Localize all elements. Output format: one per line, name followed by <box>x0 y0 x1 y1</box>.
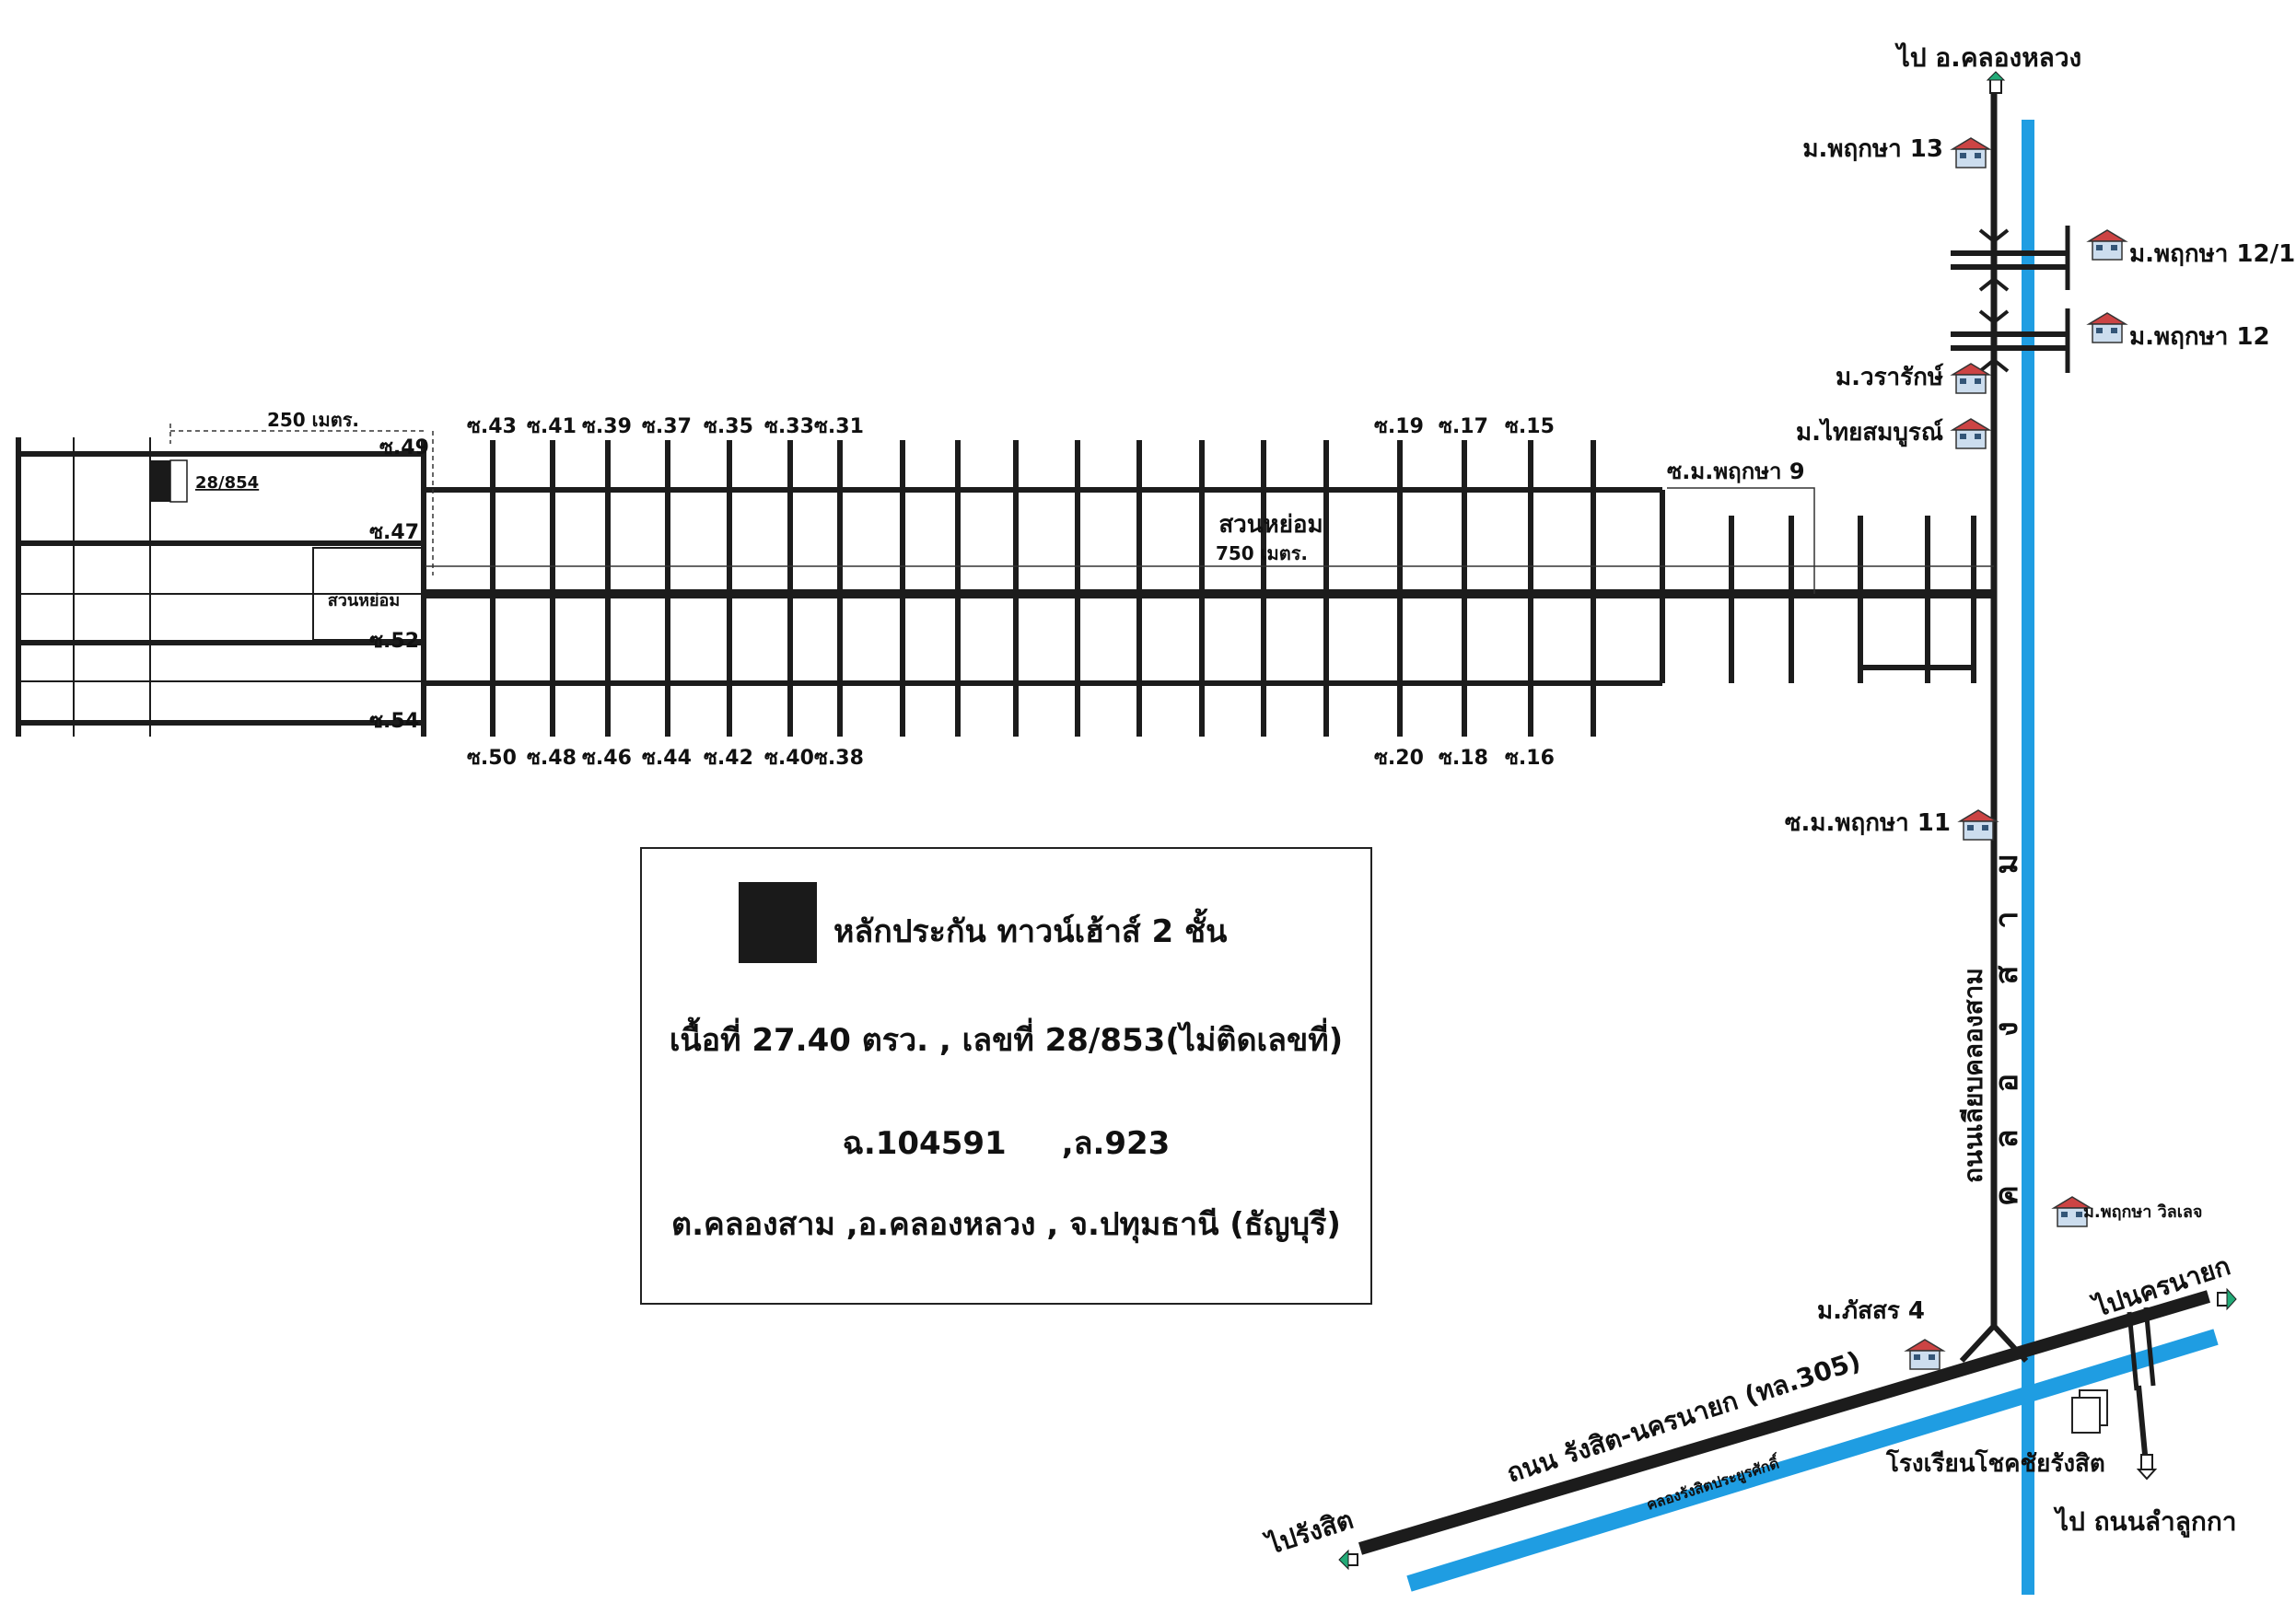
legend-deed-row: ฉ.104591 ,ล.923 <box>642 1118 1370 1167</box>
label-to-rangsit: ไปรังสิต <box>1261 1504 1357 1562</box>
label-dist-250: 250 เมตร. <box>267 409 359 431</box>
label-dist-750: 750 เมตร. <box>1216 542 1308 564</box>
bridge-pruksa-12-1 <box>1951 226 2070 292</box>
soi-label: ซ.33 <box>764 415 814 438</box>
soi-label: ซ.52 <box>369 630 419 653</box>
house-icon <box>1950 137 1992 168</box>
legend-title: หลักประกัน ทาวน์เฮ้าส์ 2 ชั้น <box>833 913 1228 950</box>
legend-box: หลักประกัน ทาวน์เฮ้าส์ 2 ชั้น เนื้อที่ 2… <box>640 847 1372 1305</box>
dimension-250m <box>169 424 434 575</box>
legend-location: ต.คลองสาม ,อ.คลองหลวง , จ.ปทุมธานี (ธัญบ… <box>671 1206 1341 1243</box>
soi-label: ซ.48 <box>527 747 577 770</box>
soi-label: ซ.31 <box>814 415 864 438</box>
label-to-lamlukka: ไป ถนนลำลูกกา <box>2053 1506 2237 1538</box>
soi-label: ซ.18 <box>1439 747 1488 770</box>
soi-label: ซ.46 <box>582 747 632 770</box>
right-lanes <box>1729 516 1976 683</box>
main-soi-road <box>421 440 1994 737</box>
label-canal-khlong-sam: คลองสาม <box>1988 817 2025 1206</box>
label-park-main: สวนหย่อม <box>1218 511 1323 539</box>
label-m-pruksa-12-1: ม.พฤกษา 12/1 <box>2129 240 2295 268</box>
soi-label: ซ.43 <box>467 415 517 438</box>
soi-label: ซ.17 <box>1439 415 1488 438</box>
label-m-wararak: ม.วรารักษ์ <box>1836 363 1944 391</box>
soi-label: ซ.15 <box>1505 415 1555 438</box>
soi-label: ซ.44 <box>642 747 692 770</box>
bridge-rangsit <box>2127 1307 2156 1465</box>
dimension-750m <box>425 487 1994 594</box>
school-icon <box>2071 1389 2108 1434</box>
soi-label: ซ.19 <box>1374 415 1424 438</box>
soi-label: ซ.35 <box>704 415 753 438</box>
soi-label: ซ.38 <box>814 747 864 770</box>
house-icon <box>2086 312 2128 343</box>
label-m-pruksa-village: ม.พฤกษา วิลเลจ <box>2083 1202 2202 1222</box>
soi-label: ซ.39 <box>582 415 632 438</box>
label-soi-m-pruksa-9: ซ.ม.พฤกษา 9 <box>1667 459 1805 484</box>
label-m-pruksa-13: ม.พฤกษา 13 <box>1802 135 1943 163</box>
label-to-khlong-luang: ไป อ.คลองหลวง <box>1894 42 2081 73</box>
left-block <box>16 437 424 737</box>
soi-label: ซ.16 <box>1505 747 1555 770</box>
soi-label: ซ.47 <box>369 521 419 544</box>
neighbor-plot <box>169 459 188 503</box>
road-khlong-sam <box>1959 85 2029 1364</box>
legend-swatch <box>739 882 817 963</box>
legend-area: เนื้อที่ 27.40 ตรว. , เลขที่ 28/853(ไม่ต… <box>669 1022 1344 1059</box>
house-icon <box>1904 1339 1946 1370</box>
label-road-khlong-sam: ถนนเลียบคลองสาม <box>1958 968 1988 1183</box>
soi-lines <box>490 440 1596 737</box>
house-icons <box>1904 137 2128 1370</box>
soi-label: ซ.20 <box>1374 747 1424 770</box>
bridge-pruksa-12 <box>1951 308 2070 373</box>
house-icon <box>1957 809 1999 841</box>
soi-label: ซ.49 <box>379 436 429 459</box>
legend-land-no: ,ล.923 <box>1061 1125 1171 1162</box>
label-soi-m-pruksa-11: ซ.ม.พฤกษา 11 <box>1785 809 1951 837</box>
label-m-phatsorn-4: ม.ภัสสร 4 <box>1817 1297 1925 1325</box>
label-plot-number: 28/854 <box>195 473 259 493</box>
soi-label: ซ.54 <box>369 710 419 733</box>
collateral-marker <box>150 460 170 502</box>
arrow-right-icon <box>2217 1287 2237 1311</box>
label-m-pruksa-12: ม.พฤกษา 12 <box>2129 323 2270 351</box>
label-park-left: สวนหย่อม <box>328 591 401 610</box>
soi-label: ซ.42 <box>704 747 753 770</box>
house-icon <box>1950 363 1992 394</box>
house-icon <box>2086 229 2128 261</box>
label-school: โรงเรียนโชคชัยรังสิต <box>1885 1448 2105 1478</box>
soi-label: ซ.37 <box>642 415 692 438</box>
legend-deed: ฉ.104591 <box>842 1125 1007 1162</box>
house-icon <box>1950 418 1992 449</box>
house-icon <box>2051 1196 2093 1227</box>
canal-rangsit <box>1406 1329 2219 1592</box>
label-m-thai-sombun: ม.ไทยสมบูรณ์ <box>1796 417 1943 447</box>
road-rangsit-nakhonnayok <box>1358 1290 2210 1555</box>
arrow-down-icon <box>2136 1454 2158 1481</box>
soi-label: ซ.40 <box>764 747 814 770</box>
soi-label: ซ.50 <box>467 747 517 770</box>
arrow-up-icon <box>1986 71 2006 94</box>
soi-label: ซ.41 <box>527 415 577 438</box>
arrow-left-icon <box>1338 1549 1358 1571</box>
